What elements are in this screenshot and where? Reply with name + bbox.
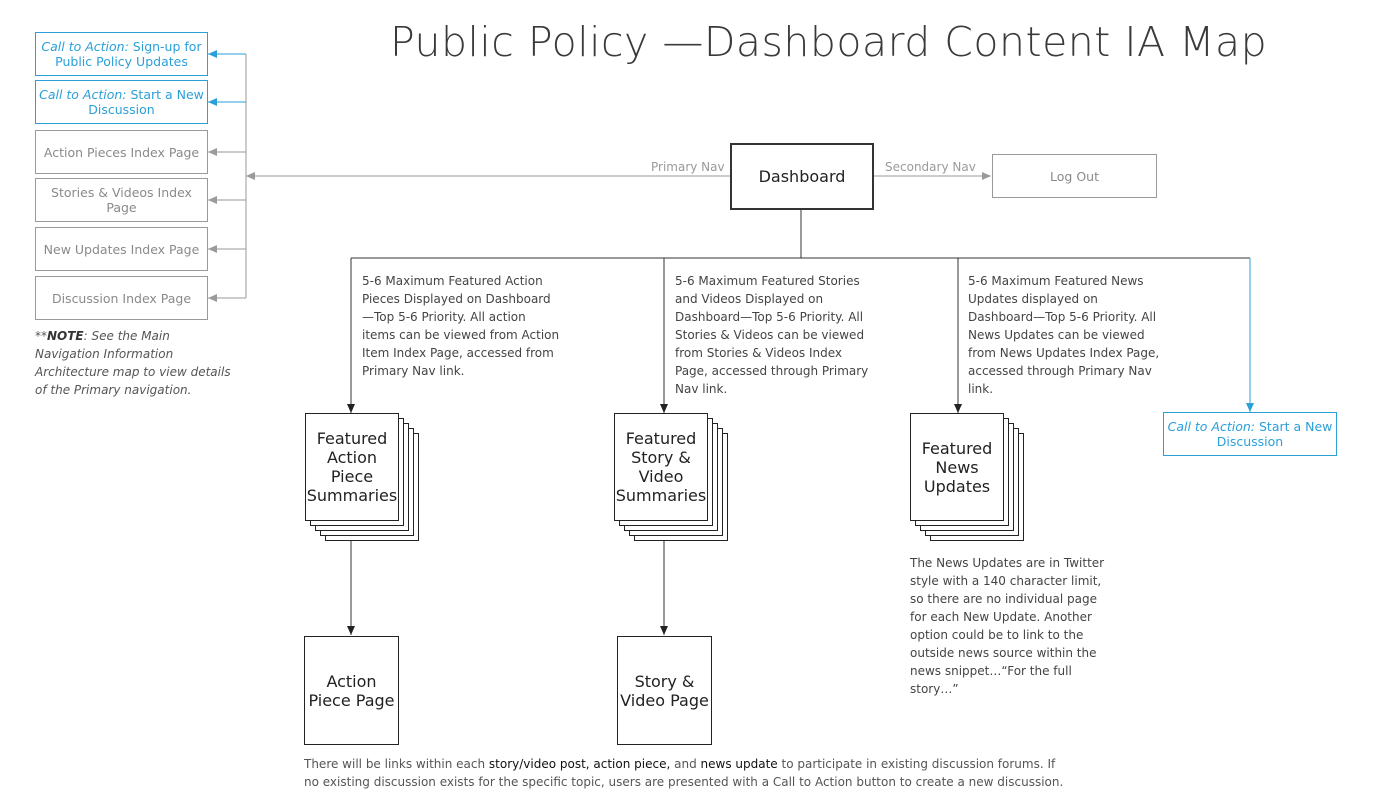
note-text: : See the Main Navigation Information Ar…	[35, 329, 231, 397]
cta-prefix: Call to Action:	[41, 39, 129, 54]
story-description: 5-6 Maximum Featured Stories and Videos …	[675, 274, 869, 396]
action-pieces-index-page[interactable]: Action Pieces Index Page	[35, 130, 208, 174]
cta-signup-button[interactable]: Call to Action: Sign-up for Public Polic…	[35, 32, 208, 76]
footer-emphasis: story/video post, action piece,	[488, 757, 671, 771]
discussion-index-page[interactable]: Discussion Index Page	[35, 276, 208, 320]
cta-prefix: Call to Action:	[1167, 419, 1256, 434]
footer-text: There will be links within each	[304, 757, 489, 771]
cta-discussion-label: Start a New Discussion	[88, 87, 204, 117]
secondary-nav-label: Secondary Nav	[885, 160, 976, 174]
stack-front-label: Featured News Updates	[910, 413, 1004, 521]
news-description: 5-6 Maximum Featured News Updates displa…	[968, 274, 1160, 396]
footer-text: and	[670, 757, 701, 771]
cta-right-label: Start a New Discussion	[1216, 419, 1333, 449]
featured-story-stack[interactable]: Featured Story & Video Summaries	[614, 413, 734, 543]
dashboard-node[interactable]: Dashboard	[730, 143, 874, 210]
log-out-node[interactable]: Log Out	[992, 154, 1157, 198]
action-description: 5-6 Maximum Featured Action Pieces Displ…	[362, 274, 560, 378]
stack-front-label: Featured Action Piece Summaries	[305, 413, 399, 521]
footer-emphasis: news update	[700, 757, 778, 771]
primary-nav-label: Primary Nav	[651, 160, 725, 174]
note-bold: NOTE	[47, 329, 84, 343]
news-updates-note: The News Updates are in Twitter style wi…	[910, 556, 1105, 696]
stack-front-label: Featured Story & Video Summaries	[614, 413, 708, 521]
action-piece-page[interactable]: Action Piece Page	[304, 636, 399, 745]
stories-videos-index-page[interactable]: Stories & Videos Index Page	[35, 178, 208, 222]
page-title: Public Policy —Dashboard Content IA Map	[390, 18, 1268, 66]
cta-start-discussion-right[interactable]: Call to Action: Start a New Discussion	[1163, 412, 1337, 456]
story-video-page[interactable]: Story & Video Page	[617, 636, 712, 745]
cta-new-discussion-button[interactable]: Call to Action: Start a New Discussion	[35, 80, 208, 124]
navigation-note: **NOTE: See the Main Navigation Informat…	[35, 327, 235, 399]
cta-prefix: Call to Action:	[39, 87, 127, 102]
cta-signup-label: Sign-up for Public Policy Updates	[55, 39, 202, 69]
note-prefix: **	[35, 329, 47, 343]
featured-news-stack[interactable]: Featured News Updates	[910, 413, 1030, 543]
featured-action-stack[interactable]: Featured Action Piece Summaries	[305, 413, 425, 543]
footer-note: There will be links within each story/vi…	[304, 755, 1064, 791]
new-updates-index-page[interactable]: New Updates Index Page	[35, 227, 208, 271]
footer-text: to participate in existing discussion fo…	[304, 757, 1064, 789]
